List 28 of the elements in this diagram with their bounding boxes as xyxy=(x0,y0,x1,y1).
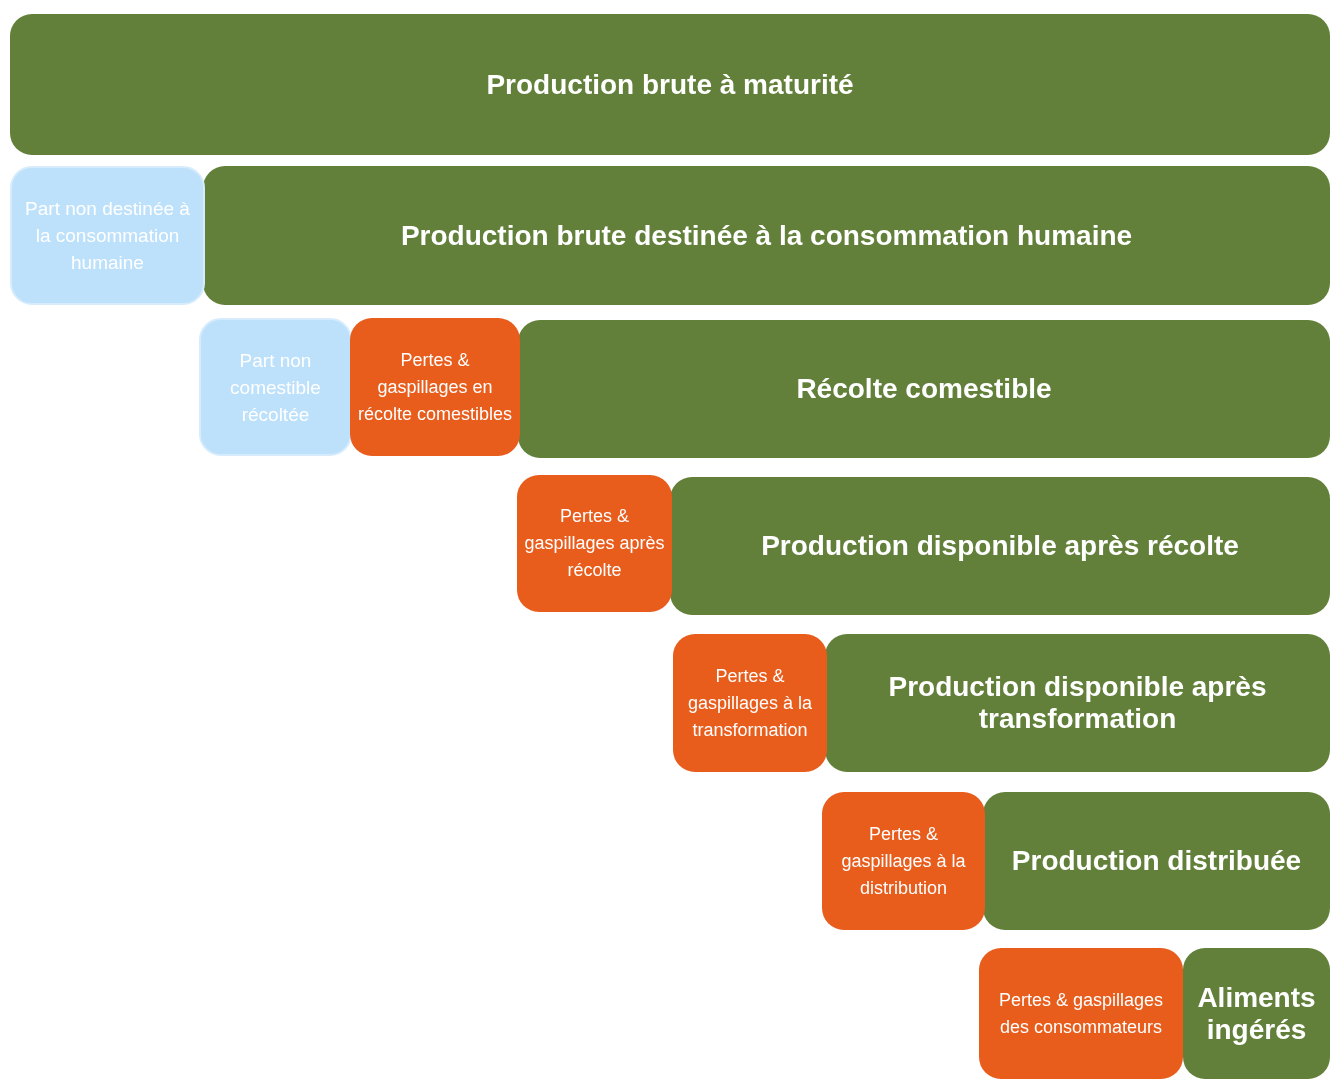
flow-box xyxy=(983,792,1330,930)
flow-box xyxy=(825,634,1330,772)
loss-box xyxy=(979,948,1183,1079)
flow-label: Production distribuée xyxy=(1011,845,1302,877)
excluded-part-label: Part non comestible récoltée xyxy=(229,348,322,427)
excluded-part-box xyxy=(10,166,205,305)
loss-label: Pertes & gaspillages après récolte xyxy=(523,505,666,582)
flow-box xyxy=(10,14,1330,155)
loss-label: Pertes & gaspillages en récolte comestibles xyxy=(356,348,514,426)
flow-label: Production disponible après récolte xyxy=(761,530,1239,562)
loss-label: Pertes & gaspillages des consommateurs xyxy=(997,988,1165,1039)
flow-label: Production brute à maturité xyxy=(486,68,854,101)
flow-label: Production brute destinée à la consommation humaine xyxy=(400,219,1133,252)
flow-box xyxy=(1183,948,1330,1079)
loss-box xyxy=(350,318,520,456)
flow-label: Récolte comestible xyxy=(796,373,1052,405)
excluded-part-box xyxy=(199,318,352,456)
flow-box xyxy=(518,320,1330,458)
loss-label: Pertes & gaspillages à la transformation xyxy=(686,664,814,742)
flow-label: Aliments ingérés xyxy=(1196,981,1317,1046)
flow-box xyxy=(670,477,1330,615)
loss-label: Pertes & gaspillages à la distribution xyxy=(840,822,967,900)
flow-label: Production disponible après transformation xyxy=(887,671,1268,735)
excluded-part-label: Part non destinée à la consommation humaine xyxy=(24,197,191,275)
loss-box xyxy=(517,475,672,612)
loss-box xyxy=(673,634,827,772)
flow-box xyxy=(203,166,1330,305)
loss-box xyxy=(822,792,985,930)
